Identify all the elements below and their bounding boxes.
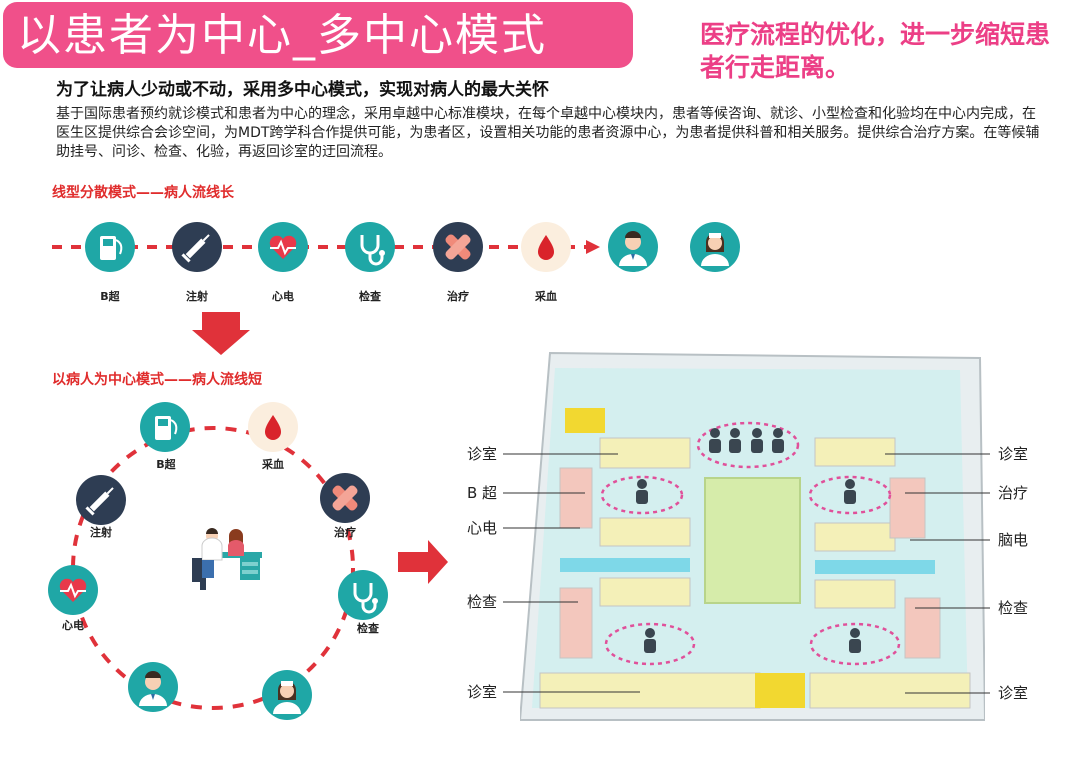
stethoscope-icon (345, 222, 395, 272)
linear-label: 线型分散模式——病人流线长 (52, 185, 234, 201)
central-node-label: 治疗 (334, 526, 356, 539)
ultrasound-icon (85, 222, 135, 272)
syringe-icon (172, 222, 222, 272)
stethoscope-icon (338, 570, 388, 620)
linear-node-label: B超 (100, 290, 120, 303)
blood-drop-icon (248, 402, 298, 452)
central-label: 以病人为中心模式——病人流线短 (52, 372, 262, 388)
linear-node-label: 注射 (186, 290, 208, 303)
floorplan-left-label: 检查 (467, 593, 498, 611)
body-paragraph: 基于国际患者预约就诊模式和患者为中心的理念，采用卓越中心标准模块，在每个卓越中心… (56, 106, 1040, 160)
floorplan-right-label: 诊室 (998, 684, 1029, 702)
central-node-label: B超 (156, 458, 176, 471)
page-title: 以患者为中心_多中心模式 (17, 10, 547, 61)
floorplan-right-label: 检查 (998, 599, 1029, 617)
doctor-icon (608, 222, 658, 272)
ultrasound-icon (140, 402, 190, 452)
linear-node-label: 采血 (535, 290, 557, 303)
ecg-heart-icon (48, 565, 98, 615)
floorplan-right-label: 诊室 (998, 445, 1029, 463)
central-node-label: 采血 (262, 458, 284, 471)
subtitle: 为了让病人少动或不动，采用多中心模式，实现对病人的最大关怀 (56, 80, 549, 100)
bandage-icon (433, 222, 483, 272)
floorplan-right-label: 治疗 (998, 484, 1029, 502)
linear-node-label: 心电 (272, 290, 294, 303)
nurse-icon (262, 670, 312, 720)
floorplan-left-label: 心电 (467, 519, 498, 537)
linear-node-label: 检查 (359, 290, 381, 303)
floorplan-left-label: B 超 (467, 484, 498, 502)
floorplan-right-label: 脑电 (998, 531, 1029, 549)
floorplan-left-label: 诊室 (467, 445, 498, 463)
nurse-icon (690, 222, 740, 272)
linear-node-label: 治疗 (447, 290, 469, 303)
central-node-label: 检查 (357, 622, 379, 635)
syringe-icon (76, 475, 126, 525)
central-node-label: 注射 (90, 526, 112, 539)
central-node-label: 心电 (62, 619, 84, 632)
doctor-icon (128, 662, 178, 712)
floor-plan (518, 348, 987, 728)
floorplan-left-label: 诊室 (467, 683, 498, 701)
title-banner: 以患者为中心_多中心模式 (3, 2, 633, 68)
consultation-icon (190, 522, 270, 594)
blood-drop-icon (521, 222, 571, 272)
right-note: 医疗流程的优化，进一步缩短患者行走距离。 (700, 20, 1051, 82)
bandage-icon (320, 473, 370, 523)
ecg-heart-icon (258, 222, 308, 272)
